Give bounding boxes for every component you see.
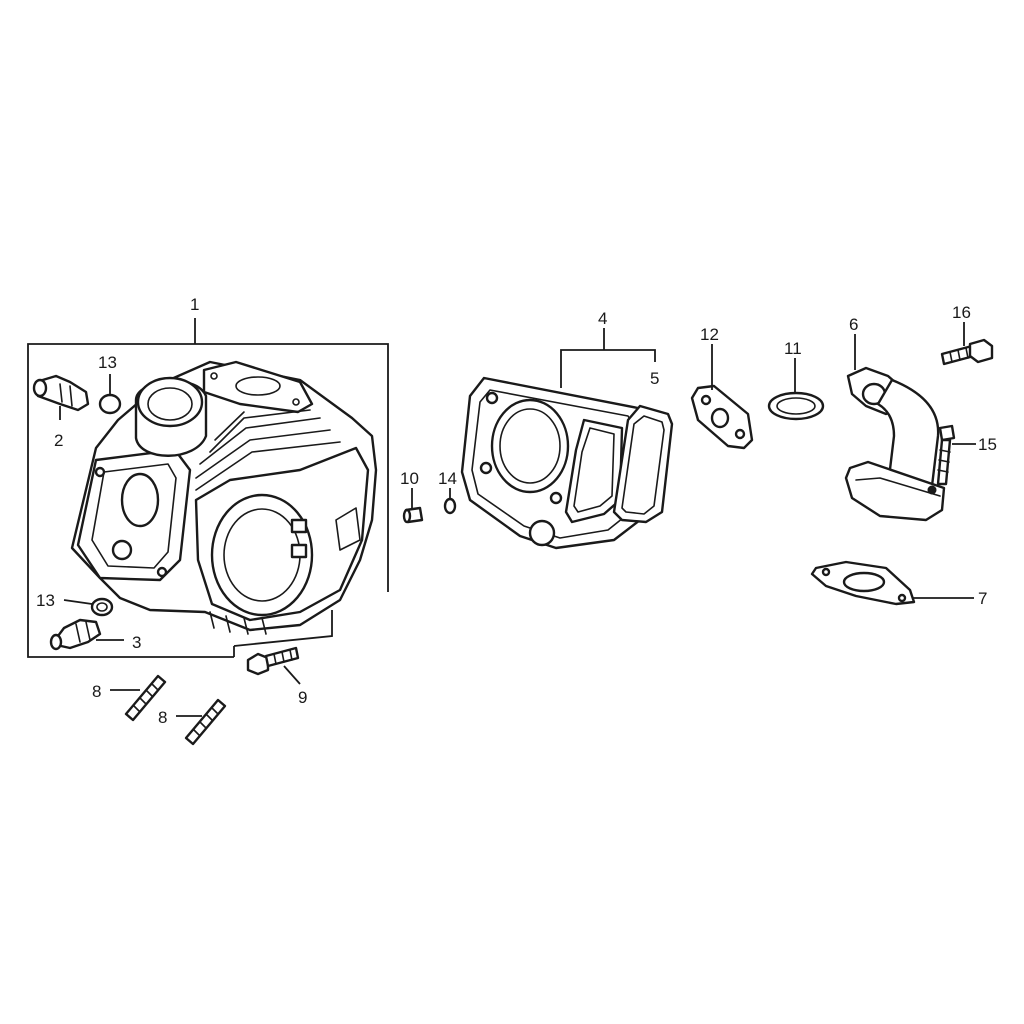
callout-6: 6 <box>849 315 858 334</box>
callout-16: 16 <box>952 303 971 322</box>
flange-bolt[interactable] <box>246 646 300 676</box>
callout-11: 11 <box>784 339 802 358</box>
callout-3: 3 <box>132 633 141 652</box>
callout-10: 10 <box>400 469 419 488</box>
callout-14: 14 <box>438 469 457 488</box>
gasket-group-bracket <box>560 328 656 388</box>
valve-plug-lower[interactable] <box>49 618 102 651</box>
head-gasket[interactable] <box>460 376 648 550</box>
stud-bolt-a[interactable] <box>124 674 167 722</box>
dowel-pin[interactable] <box>402 506 424 524</box>
intake-manifold[interactable] <box>844 366 946 522</box>
side-gasket[interactable] <box>612 404 674 524</box>
o-ring-lower[interactable] <box>90 597 114 617</box>
intake-gasket[interactable] <box>767 391 825 421</box>
callout-13a: 13 <box>98 353 117 372</box>
insulator-plate[interactable] <box>690 384 754 450</box>
callout-15: 15 <box>978 435 997 454</box>
callout-2: 2 <box>54 431 63 450</box>
callout-8a: 8 <box>92 682 101 701</box>
valve-plug-upper[interactable] <box>32 374 90 412</box>
head-assembly-bracket <box>27 318 389 658</box>
o-ring-upper[interactable] <box>98 393 122 415</box>
callout-7: 7 <box>978 589 987 608</box>
leader-lines <box>59 322 976 717</box>
callout-12: 12 <box>700 325 719 344</box>
carburetor-gasket[interactable] <box>810 560 916 606</box>
callout-labels: 1 2 3 4 5 6 7 8 8 9 10 11 12 13 13 14 15… <box>36 295 997 727</box>
small-o-ring[interactable] <box>443 497 457 515</box>
bolt-16[interactable] <box>940 338 994 366</box>
callout-13b: 13 <box>36 591 55 610</box>
cylinder-head[interactable] <box>70 360 378 635</box>
callout-1: 1 <box>190 295 199 314</box>
stud-bolt-b[interactable] <box>184 698 227 746</box>
callout-8b: 8 <box>158 708 167 727</box>
callout-9: 9 <box>298 688 307 707</box>
manifold-bolt[interactable] <box>936 424 956 486</box>
callout-5: 5 <box>650 369 659 388</box>
callout-4: 4 <box>598 309 607 328</box>
